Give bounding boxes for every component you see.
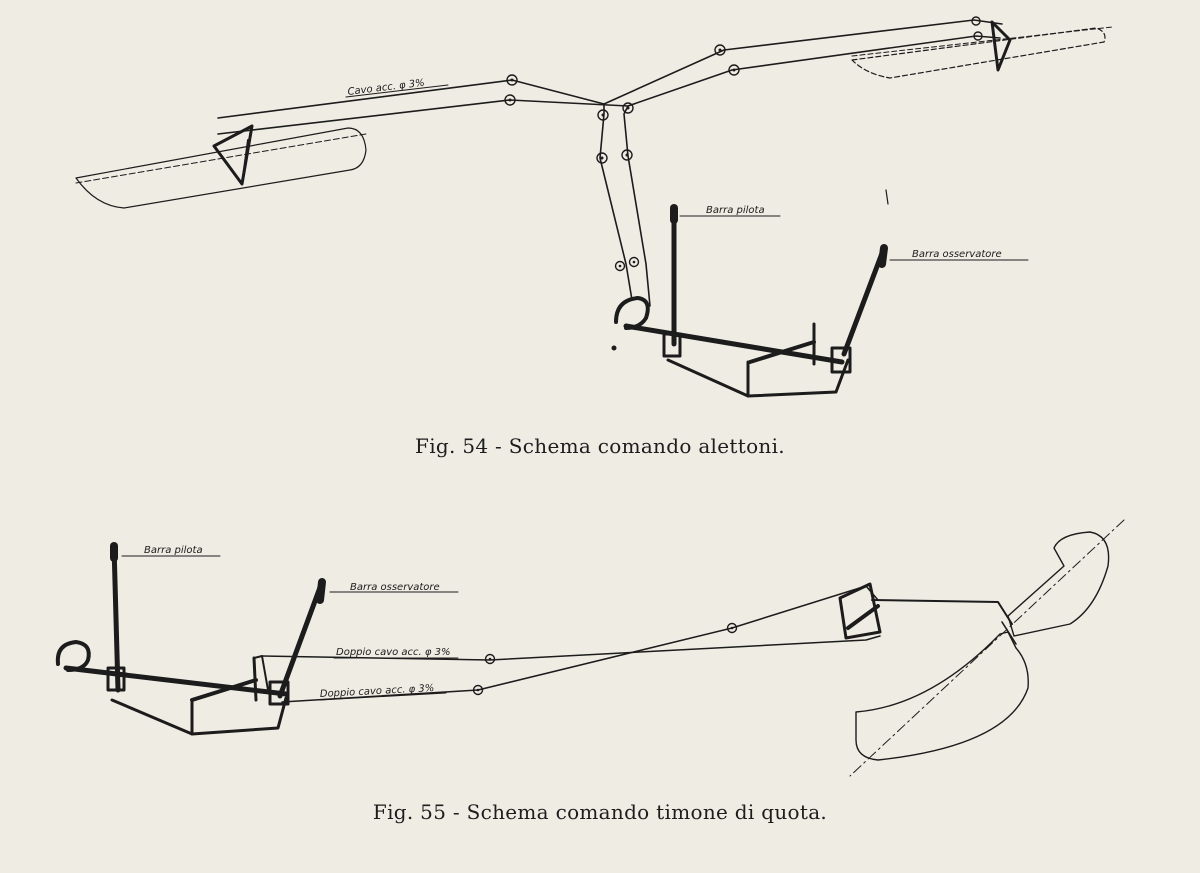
fig55-elevator-horn xyxy=(838,582,1013,640)
fig55-pilot-stick-label: Barra pilota xyxy=(144,545,203,556)
right-aileron-horn xyxy=(990,20,1012,72)
fig54-observer-stick-label: Barra osservatore xyxy=(912,249,1002,260)
fig55-stick-assembly xyxy=(55,542,326,736)
right-aileron xyxy=(851,26,1113,79)
fig54-diagram: Cavo acc. φ 3% Barra pilota Barra osserv… xyxy=(75,16,1113,398)
fig55-observer-stick-label: Barra osservatore xyxy=(350,582,440,593)
fig55-caption: Fig. 55 - Schema comando timone di quota… xyxy=(372,800,828,824)
fig54-lower-cable xyxy=(217,35,1001,135)
fig55-elevator xyxy=(849,519,1125,777)
fig54-caption: Fig. 54 - Schema comando alettoni. xyxy=(415,434,785,458)
fig54-upper-cable xyxy=(217,19,1003,119)
fig55-pulleys xyxy=(472,622,738,696)
left-aileron-horn xyxy=(212,124,254,186)
fig54-cable-label: Cavo acc. φ 3% xyxy=(347,78,425,98)
fig55-upper-cable-label: Doppio cavo acc. φ 3% xyxy=(336,647,451,658)
fig54-pulleys xyxy=(504,16,983,272)
fig54-pilot-stick-label: Barra pilota xyxy=(706,205,765,216)
left-aileron xyxy=(75,127,367,209)
fig55-diagram: Barra pilota Barra osservatore Doppio ca… xyxy=(55,519,1125,777)
fig54-stick-assembly xyxy=(611,204,888,398)
fig55-lower-cable-label: Doppio cavo acc. φ 3% xyxy=(320,683,435,700)
